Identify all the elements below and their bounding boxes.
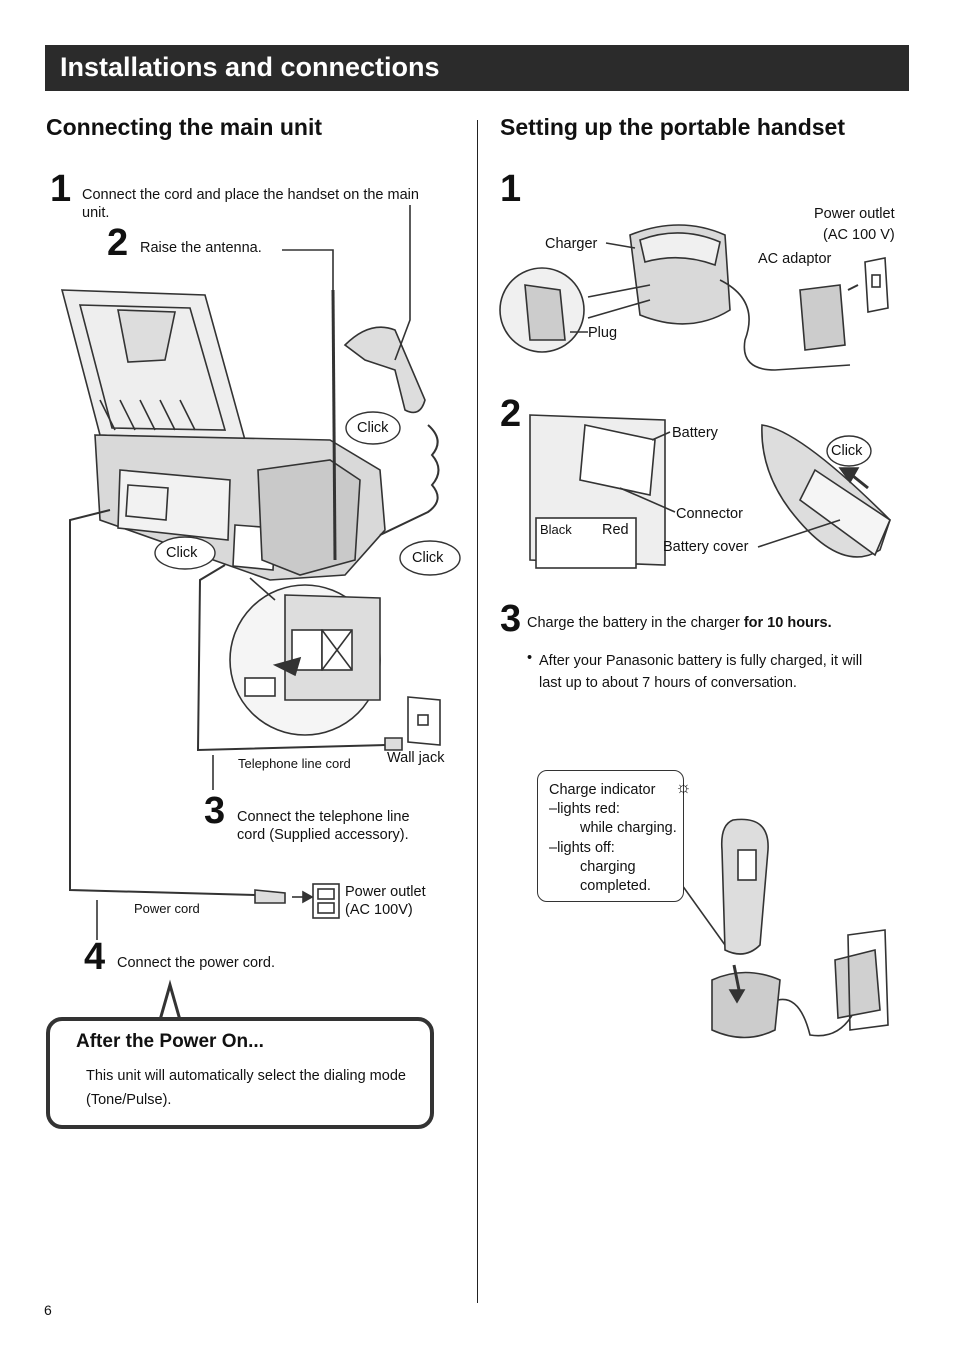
- power-outlet-label-1: Power outlet: [345, 884, 426, 900]
- bullet-dot: •: [527, 650, 533, 666]
- power-outlet-label-2: (AC 100V): [345, 902, 413, 918]
- handset-illustration: [343, 326, 426, 414]
- header-banner: [45, 45, 909, 91]
- right-step3-text: Charge the battery in the charger for 10…: [527, 615, 832, 631]
- indicator-line4: charging: [580, 859, 636, 875]
- right-step1-number: 1: [500, 168, 522, 210]
- right-step3-number: 3: [500, 598, 522, 640]
- ac-adaptor-label: AC adaptor: [758, 251, 832, 267]
- left-step2-number: 2: [107, 222, 129, 264]
- column-divider: [477, 120, 478, 1303]
- right-step3-bullet: After your Panasonic battery is fully ch…: [539, 653, 863, 691]
- right-step3-text-plain: Charge the battery in the charger: [527, 615, 744, 631]
- battery-cover-label: Battery cover: [663, 539, 749, 555]
- after-power-box: [46, 1017, 434, 1129]
- black-wire-label: Black: [540, 522, 572, 537]
- page-title: Installations and connections: [60, 52, 440, 82]
- wall-jack-label: Wall jack: [387, 750, 445, 766]
- click-label-cord: Click: [412, 550, 444, 566]
- left-step4-number: 4: [84, 936, 106, 978]
- ac-adaptor-illustration: [799, 284, 846, 351]
- plug-label: Plug: [588, 325, 618, 341]
- power-outlet-right-2: (AC 100 V): [823, 227, 895, 243]
- connector-label: Connector: [676, 506, 743, 522]
- handset-charging-illustration: [720, 818, 769, 955]
- left-step1-number: 1: [50, 168, 72, 210]
- left-step4-text: Connect the power cord.: [117, 955, 275, 971]
- charge-indicator-title: Charge indicator: [549, 782, 656, 798]
- red-wire-label: Red: [602, 522, 629, 538]
- after-power-title: After the Power On...: [76, 1031, 264, 1052]
- power-cord-label: Power cord: [134, 901, 200, 916]
- left-step3-number: 3: [204, 790, 226, 832]
- indicator-line2: while charging.: [580, 820, 677, 836]
- charger-base-illustration: [711, 971, 781, 1039]
- fax-machine-illustration: [60, 289, 386, 581]
- charger-illustration: [629, 224, 731, 325]
- click-label-handset: Click: [357, 420, 389, 436]
- right-heading: Setting up the portable handset: [500, 114, 846, 140]
- power-outlet-right-1: Power outlet: [814, 206, 895, 222]
- indicator-line5: completed.: [580, 878, 651, 894]
- click-label-line: Click: [166, 545, 198, 561]
- left-step2-text: Raise the antenna.: [140, 240, 262, 256]
- page-number: 6: [44, 1302, 52, 1318]
- charge-indicator-box: [537, 770, 684, 902]
- right-step2-number: 2: [500, 393, 522, 435]
- telephone-line-cord-label: Telephone line cord: [238, 756, 351, 771]
- ac-adaptor-charge-illustration: [834, 948, 881, 1019]
- indicator-line3: –lights off:: [549, 840, 615, 856]
- click-label-battery: Click: [831, 443, 863, 459]
- left-step1-text: Connect the cord and place the handset o…: [82, 187, 419, 221]
- right-step3-text-bold: for 10 hours.: [743, 615, 832, 631]
- light-icon: ☼: [675, 777, 692, 797]
- left-step3-text: Connect the telephone line cord (Supplie…: [237, 809, 410, 843]
- after-power-body: This unit will automatically select the …: [86, 1068, 406, 1108]
- left-heading: Connecting the main unit: [46, 114, 322, 140]
- charger-label: Charger: [545, 236, 598, 252]
- indicator-line1: –lights red:: [549, 801, 620, 817]
- battery-label: Battery: [672, 425, 718, 441]
- antenna-line: [331, 289, 337, 561]
- wall-jack-illustration: [407, 696, 441, 746]
